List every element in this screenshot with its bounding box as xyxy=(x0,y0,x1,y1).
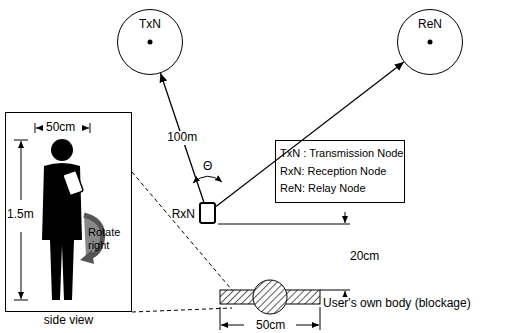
person-figure xyxy=(42,139,83,300)
dimension-label: 20cm xyxy=(350,250,379,264)
connector xyxy=(161,73,204,202)
dimension-label: 50cm xyxy=(256,319,285,333)
dimension-label: 50cm xyxy=(46,121,75,135)
node-text: ReN xyxy=(398,18,462,32)
edge-label: 100m xyxy=(166,131,198,145)
node-circle: TxN xyxy=(117,9,183,75)
annotation-label: User's own body (blockage) xyxy=(323,297,471,311)
node-text: TxN : Transmission Node xyxy=(280,145,400,163)
node-circle: ReN xyxy=(397,9,463,75)
node-text: side view xyxy=(6,314,131,328)
node-text: RxN: Reception Node xyxy=(280,163,400,181)
phone-node: RxN xyxy=(199,202,216,224)
angle-label: Θ xyxy=(203,160,212,174)
node-text: TxN xyxy=(118,18,182,32)
node-text: RxN xyxy=(172,208,195,222)
connector xyxy=(216,62,404,206)
node-text: ReN: Relay Node xyxy=(280,180,400,198)
annotation-label: Rotate right xyxy=(88,226,128,251)
dimension-label: 1.5m xyxy=(7,208,34,222)
legend-box: TxN : Transmission NodeRxN: Reception No… xyxy=(275,140,405,203)
